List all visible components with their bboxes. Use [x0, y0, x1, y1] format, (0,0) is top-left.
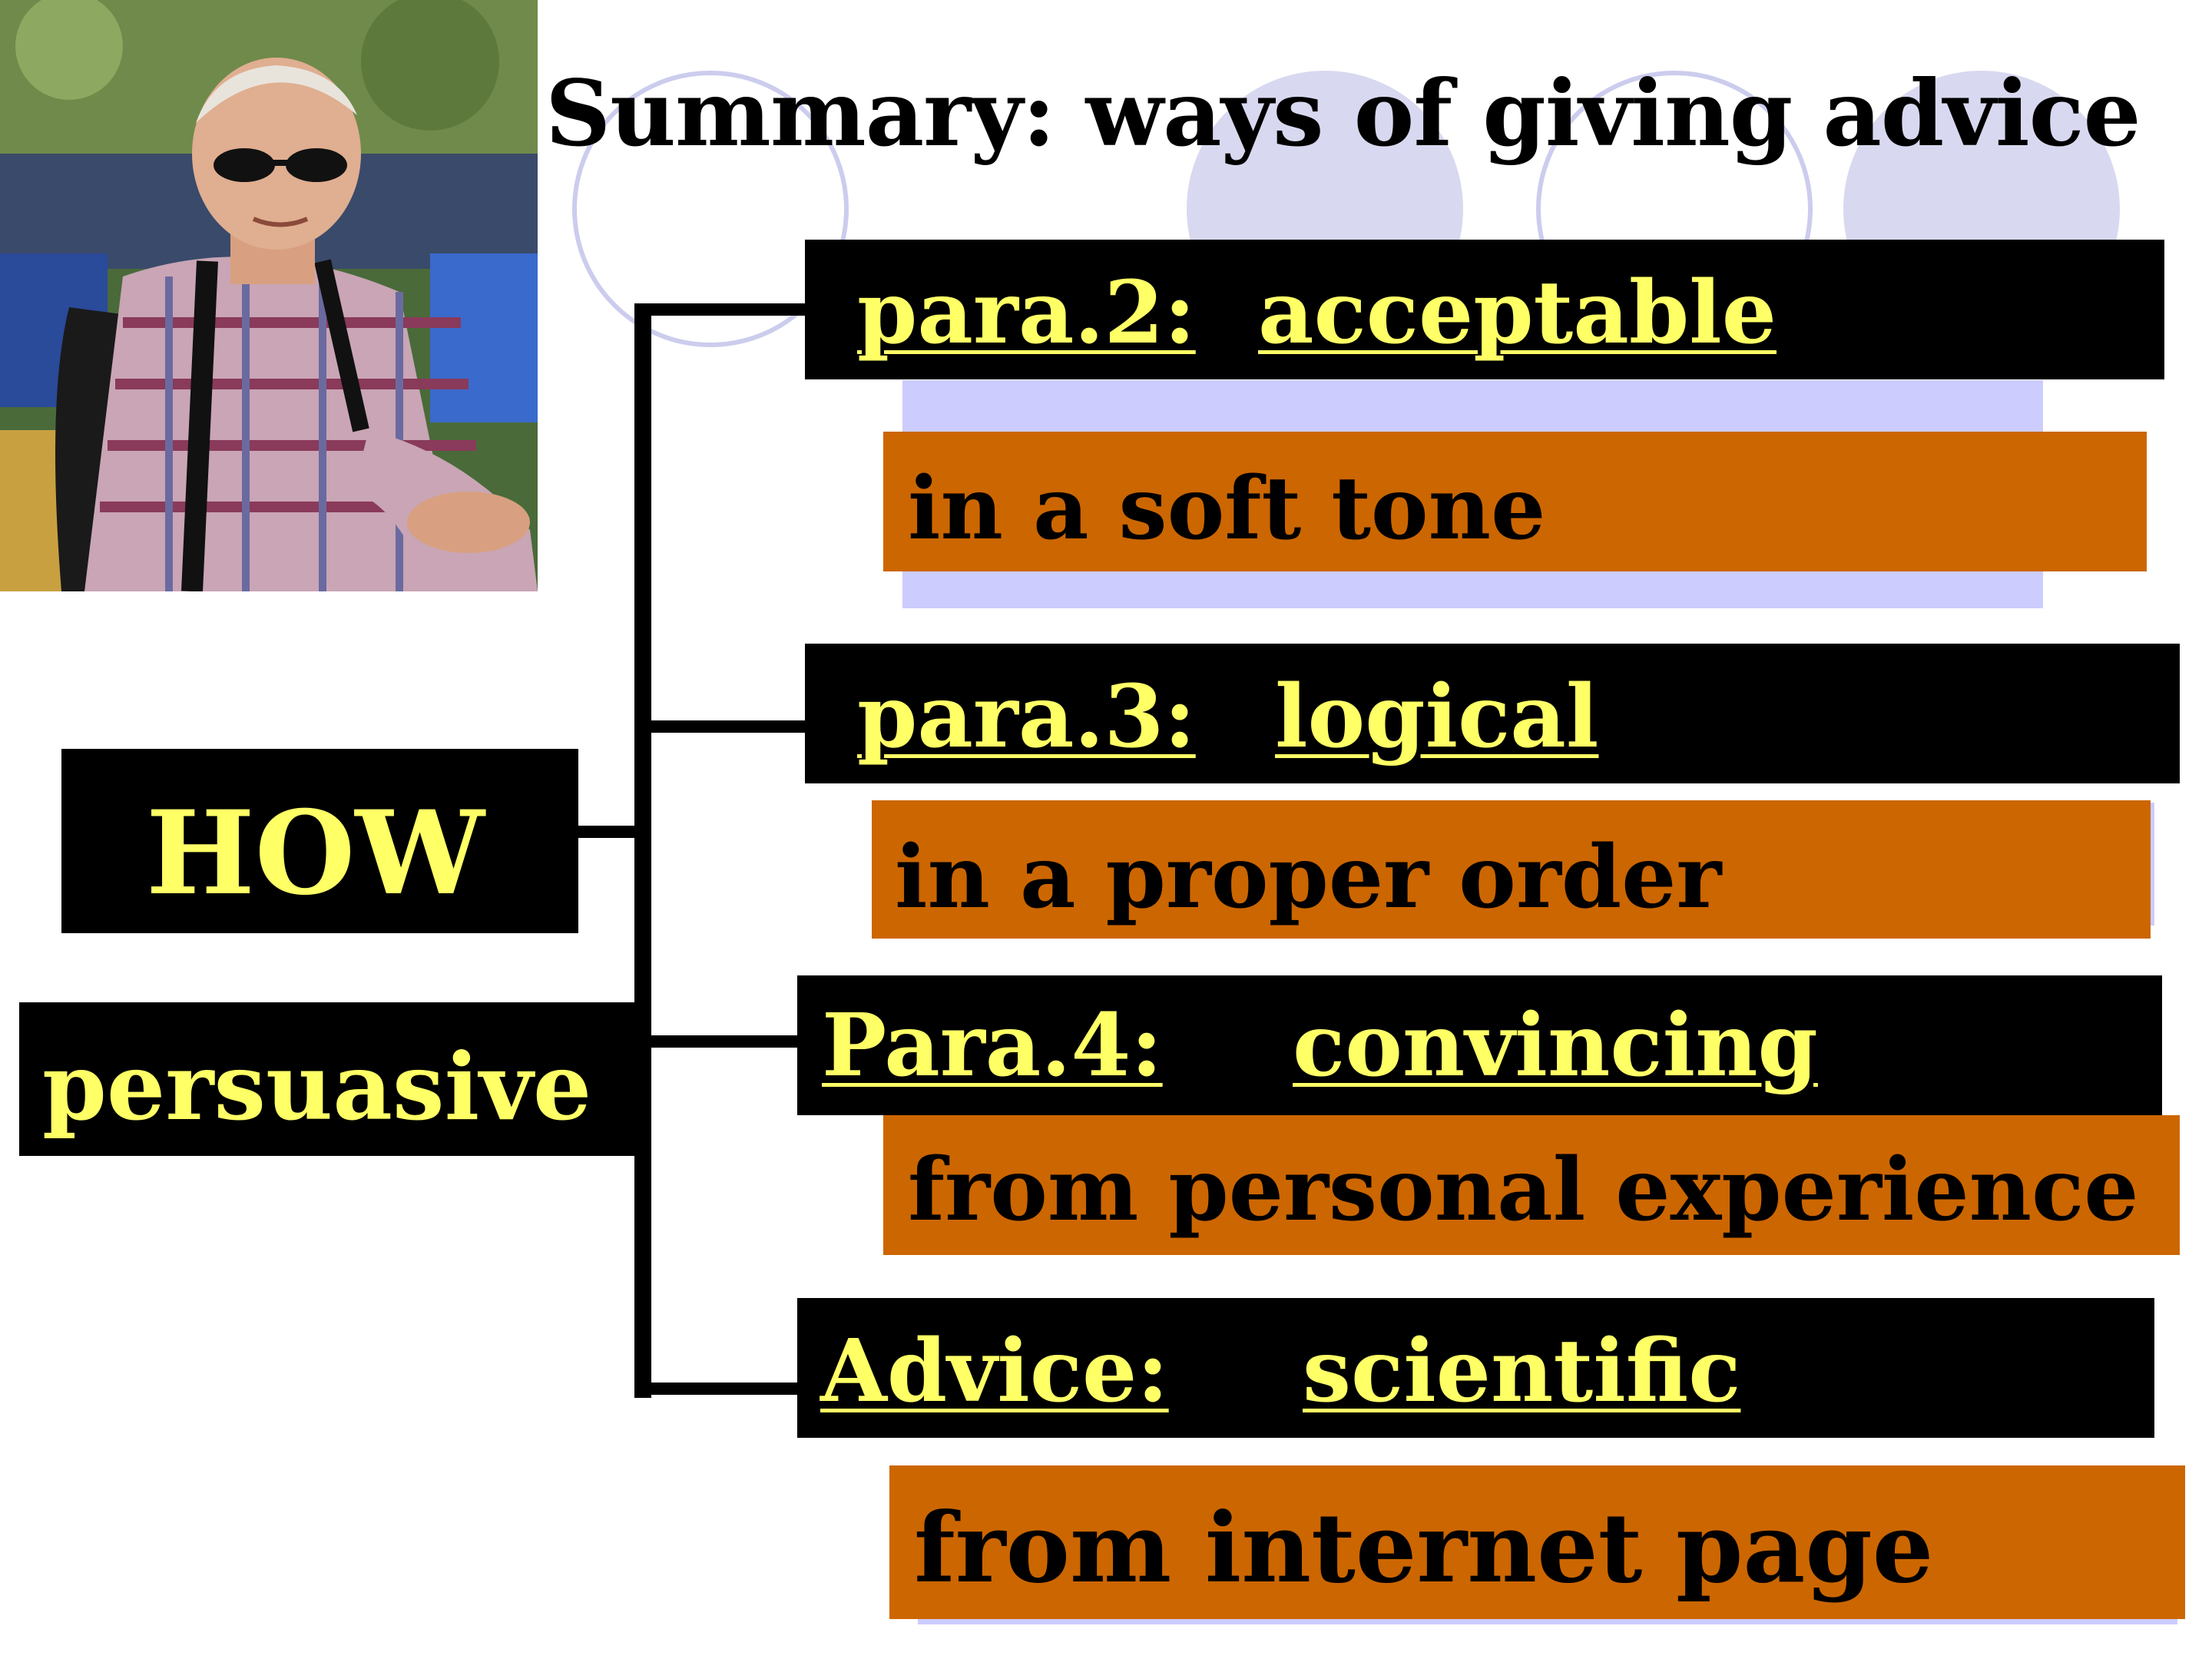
branch-3-method-box: from personal experience — [883, 1115, 2180, 1255]
connector-branch-1 — [634, 303, 807, 316]
how-label: HOW — [146, 786, 485, 921]
persuasive-box: persuasive — [19, 1002, 645, 1156]
branch-4-method: from internet page — [914, 1492, 1933, 1604]
connector-branch-2 — [634, 720, 807, 733]
connector-branch-4 — [634, 1382, 807, 1395]
branch-4-para: Advice: — [820, 1321, 1169, 1422]
how-box: HOW — [61, 749, 578, 933]
branch-1-quality: acceptable — [1258, 263, 1777, 363]
branch-3-quality: convincing — [1293, 995, 1818, 1096]
branch-2-method-box: in a proper order — [872, 800, 2151, 939]
branch-1-header: para.2: acceptable — [805, 240, 2164, 379]
branch-1-method: in a soft tone — [908, 459, 1545, 559]
branch-1-para: para.2: — [857, 263, 1196, 363]
branch-2-quality: logical — [1275, 667, 1598, 767]
branch-2-method: in a proper order — [895, 827, 1721, 928]
branch-4-quality: scientific — [1303, 1321, 1740, 1422]
connector-branch-3 — [634, 1035, 807, 1048]
branch-3-header: Para.4: convincing — [797, 975, 2162, 1115]
connector-vertical — [634, 303, 651, 1398]
branch-4-header: Advice: scientific — [797, 1298, 2154, 1438]
branch-1-method-box: in a soft tone — [883, 432, 2147, 571]
branch-3-para: Para.4: — [822, 995, 1163, 1096]
branch-4-method-box: from internet page — [889, 1465, 2185, 1619]
hiker-photo — [0, 0, 538, 591]
connector-how — [576, 826, 645, 838]
persuasive-label: persuasive — [42, 1033, 591, 1141]
branch-2-header: para.3: logical — [805, 644, 2180, 783]
slide-title: Summary: ways of giving advice — [545, 60, 2141, 167]
branch-3-method: from personal experience — [908, 1140, 2139, 1240]
branch-2-para: para.3: — [857, 667, 1196, 767]
